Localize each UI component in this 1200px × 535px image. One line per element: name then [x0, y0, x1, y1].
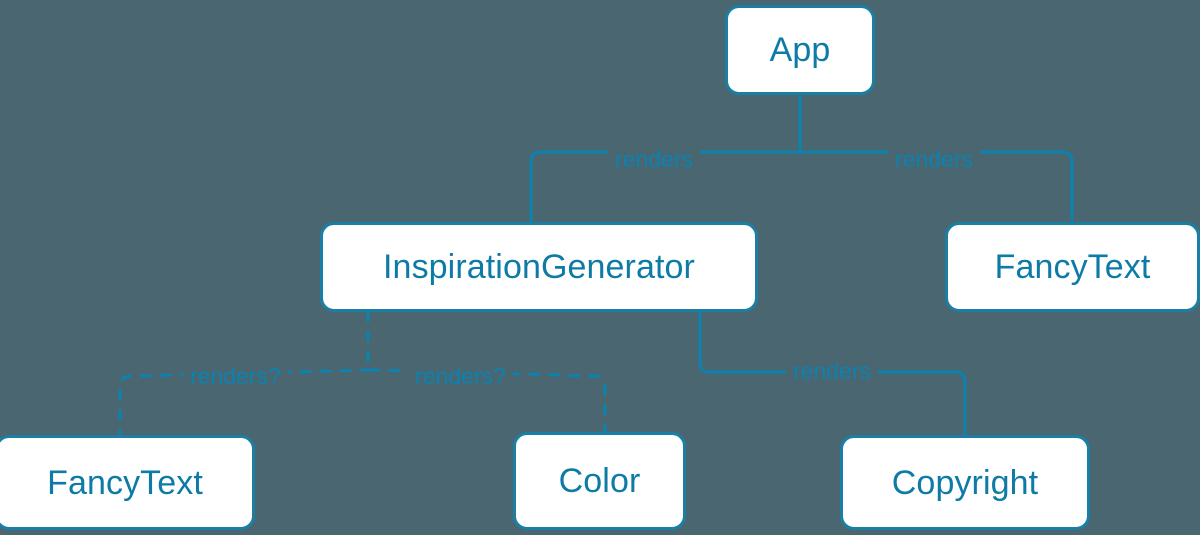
edge-inspirationgenerator-to-color — [368, 368, 607, 434]
node-color-label: Color — [558, 462, 641, 500]
edge-label-inspirationgenerator-to-copyright: renders — [786, 360, 878, 383]
edge-label-inspirationgenerator-to-color: renders? — [408, 365, 513, 388]
node-fancytext-right[interactable]: FancyText — [945, 222, 1200, 312]
node-copyright[interactable]: Copyright — [840, 435, 1090, 530]
node-fancytext-bottom-label: FancyText — [47, 463, 203, 502]
node-color[interactable]: Color — [513, 432, 686, 530]
node-inspirationgenerator-label: InspirationGenerator — [383, 248, 695, 286]
node-fancytext-right-label: FancyText — [994, 248, 1151, 286]
edge-label-app-to-fancytext: renders — [888, 148, 980, 171]
edge-app-to-inspirationgenerator — [529, 150, 802, 224]
edge-app-to-fancytext — [798, 150, 1074, 224]
edge-inspirationgenerator-to-fancytext — [118, 368, 372, 437]
node-app[interactable]: App — [725, 5, 875, 95]
node-app-label: App — [769, 31, 831, 69]
node-inspirationgenerator[interactable]: InspirationGenerator — [320, 222, 758, 312]
node-fancytext-bottom[interactable]: FancyText — [0, 435, 255, 530]
node-copyright-label: Copyright — [891, 463, 1039, 502]
edge-label-inspirationgenerator-to-fancytext: renders? — [183, 365, 288, 388]
edge-label-app-to-inspirationgenerator: renders — [608, 148, 700, 171]
